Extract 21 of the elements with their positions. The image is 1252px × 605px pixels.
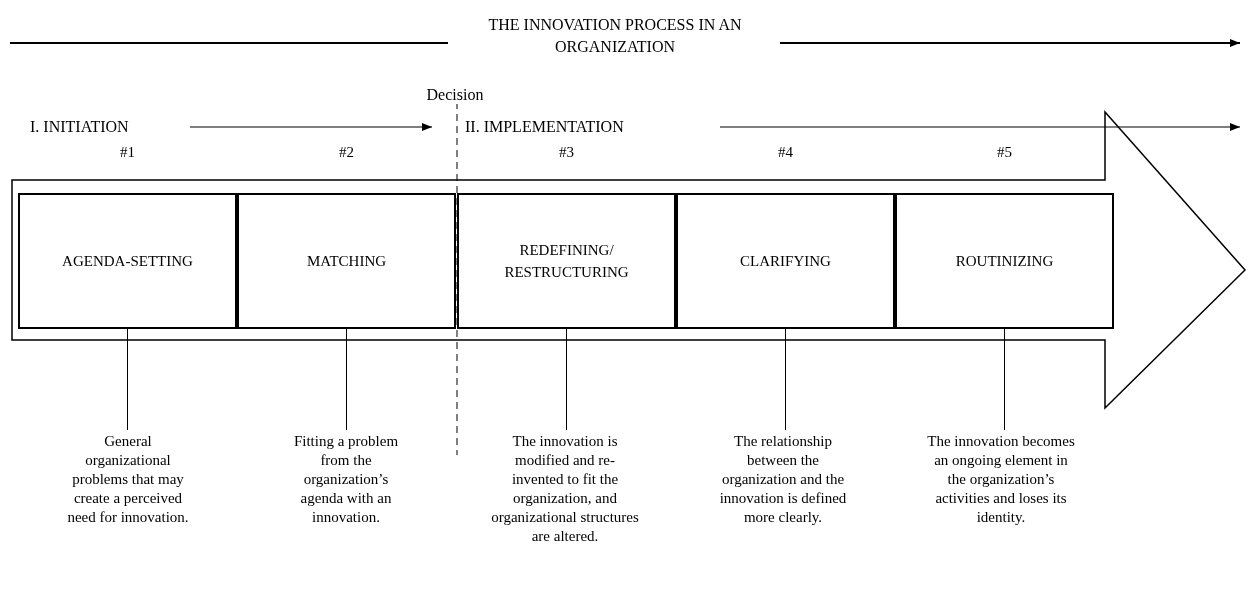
- leader-line: [127, 328, 128, 431]
- description-text: General organizational problems that may create a perceived need for innovation.: [64, 432, 192, 527]
- stage-box: MATCHING: [237, 193, 456, 329]
- title-text: THE INNOVATION PROCESS IN AN ORGANIZATION: [487, 15, 743, 57]
- step-number: #2: [338, 143, 355, 161]
- stage-box: CLARIFYING: [676, 193, 895, 329]
- leader-line: [1004, 328, 1005, 431]
- description-text: The innovation is modified and re-invented to fit the organization, and organizational structures are altered.: [490, 432, 640, 546]
- leader-line: [566, 328, 567, 431]
- stage-box: REDEFINING/ RESTRUCTURING: [457, 193, 676, 329]
- stage-box: AGENDA-SETTING: [18, 193, 237, 329]
- description-text: Fitting a problem from the organization’s agenda with an innovation.: [286, 432, 406, 527]
- step-number: #3: [558, 143, 575, 161]
- description-text: The relationship between the organization and the innovation is defined more clearly.: [713, 432, 853, 527]
- description-text: The innovation becomes an ongoing element in the organization’s activities and loses its identity.: [926, 432, 1076, 527]
- stage-box: ROUTINIZING: [895, 193, 1114, 329]
- leader-line: [785, 328, 786, 431]
- step-number: #5: [996, 143, 1013, 161]
- step-number: #4: [777, 143, 794, 161]
- step-number: #1: [119, 143, 136, 161]
- leader-line: [346, 328, 347, 431]
